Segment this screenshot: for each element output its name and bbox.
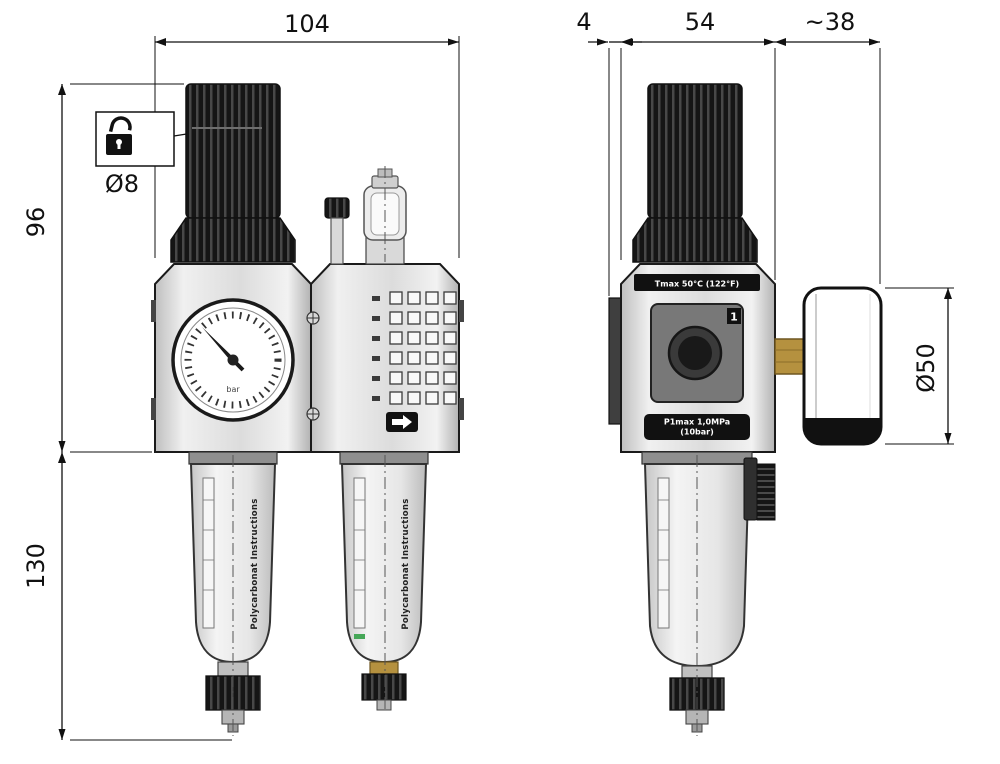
padlock-shackle: [108, 116, 132, 133]
dim-body-width-label: 54: [685, 8, 716, 36]
filter-bowl-sight-tube: [202, 477, 215, 629]
knob-cylinder: [647, 83, 743, 219]
port-number: 1: [730, 311, 738, 324]
knob-cylinder: [185, 83, 281, 219]
knob-skirt: [632, 217, 758, 263]
side-dimensions: 4 54 ~38 Ø50: [576, 8, 954, 445]
lubricator-vent-grid: [389, 291, 457, 405]
mount-notch: [459, 398, 464, 420]
pmax-plate: P1max 1,0MPa (10bar): [644, 414, 750, 440]
dim-height-upper-label: 96: [22, 207, 50, 238]
inlet-port-bore: [678, 336, 712, 370]
dim-gauge-offset-label: ~38: [805, 8, 856, 36]
regulator-knob-side: [632, 83, 758, 263]
front-dimensions: 104 96 130: [22, 10, 460, 741]
body-screw-bottom: [306, 407, 320, 421]
knob-skirt: [170, 217, 296, 263]
gauge-lower-band: [804, 418, 881, 444]
drain-valve-right: [361, 661, 407, 711]
pmax-label-line1: P1max 1,0MPa: [664, 418, 730, 427]
arrow-glyph: [392, 415, 412, 429]
mount-notch: [151, 398, 156, 420]
gauge-connector-brass: [774, 338, 805, 375]
padlock-keyhole-slot: [117, 142, 121, 149]
port-number-tab: [727, 308, 741, 324]
oil-adjustment-screw: [324, 197, 350, 265]
bowl-latch: [743, 457, 776, 521]
gauge-face-ring: [180, 307, 286, 413]
front-view: 104 96 130 Ø8: [22, 10, 464, 741]
dim-gauge-diameter-label: Ø50: [912, 343, 940, 392]
mounting-bracket: [608, 297, 622, 425]
lockable-knob-callout: Ø8: [95, 111, 227, 198]
gauge-hub: [227, 354, 239, 366]
dim-height-lower-label: 130: [22, 543, 50, 589]
port-flange: 1: [650, 303, 744, 403]
unlocked-padlock-icon: [106, 116, 132, 155]
gauge-needle: [202, 327, 237, 361]
mount-notch: [459, 300, 464, 322]
tmax-plate: [634, 274, 760, 291]
body-screw-top: [306, 311, 320, 325]
oil-level-indicator: [354, 634, 365, 639]
lubricator-bowl-sight-tube: [353, 477, 366, 629]
adjust-stem: [330, 217, 344, 265]
flow-direction-arrow: [386, 412, 418, 432]
bowl-label-right: Polycarbonat Instructions: [401, 498, 411, 629]
lubricator-body: [310, 263, 460, 453]
side-view: 4 54 ~38 Ø50 Tmax 50°C (122°F) 1: [576, 8, 954, 736]
bowl-collar-right: [339, 451, 429, 465]
gauge-unit-label: bar: [226, 385, 240, 394]
adjust-knob: [324, 197, 350, 219]
dim-bracket-label: 4: [576, 8, 591, 36]
knob-diameter-label: Ø8: [105, 170, 139, 198]
pressure-gauge: bar: [171, 298, 295, 422]
tmax-label: Tmax 50°C (122°F): [655, 280, 739, 289]
regulator-knob-front: [170, 83, 296, 263]
side-bowl-sight-tube: [657, 477, 670, 629]
pmax-label-line2: (10bar): [680, 428, 714, 437]
gauge-tick-marks: [184, 311, 282, 409]
dim-width-label: 104: [284, 10, 330, 38]
pressure-gauge-side: [802, 286, 883, 446]
lubricator-grid-marks: [372, 296, 380, 401]
bowl-label-left: Polycarbonat Instructions: [250, 498, 260, 629]
mount-notch: [151, 300, 156, 322]
